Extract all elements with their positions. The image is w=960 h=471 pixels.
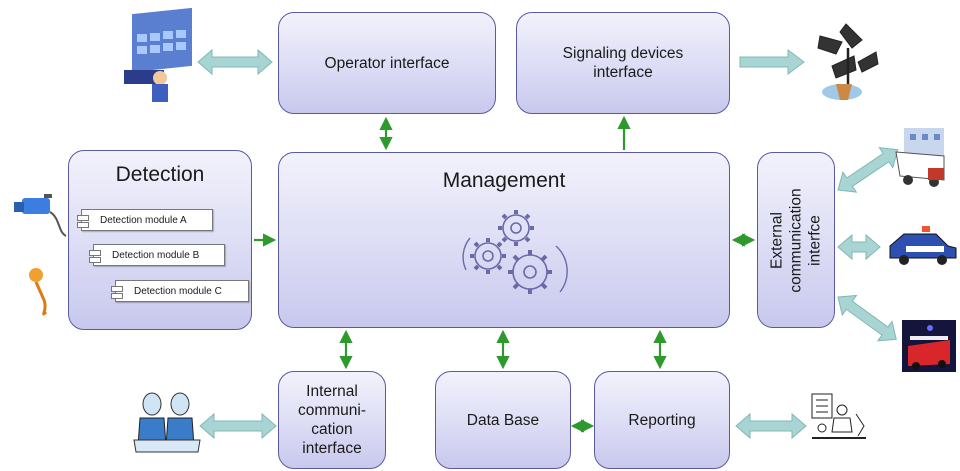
camera-icon xyxy=(14,194,67,237)
ambulance-icon xyxy=(895,128,945,187)
database-label: Data Base xyxy=(466,411,540,429)
detection-module-c-label: Detection module C xyxy=(134,286,222,297)
people-icon xyxy=(133,392,201,453)
internal-communication-interface-label: Internal communi- cation interface xyxy=(297,383,367,457)
external-communication-interface-box: External communication interfce xyxy=(757,152,835,328)
block-arrow-report xyxy=(735,412,807,440)
database-box: Data Base xyxy=(435,371,571,469)
fire-truck-icon xyxy=(902,320,956,372)
detection-module-a: Detection module A xyxy=(77,209,213,231)
operator-interface-box: Operator interface xyxy=(278,12,496,114)
block-arrow-people xyxy=(199,412,277,440)
loudspeakers-icon xyxy=(817,23,879,100)
block-arrow-signaling xyxy=(739,49,805,75)
detection-module-c: Detection module C xyxy=(111,280,249,302)
detection-module-b-label: Detection module B xyxy=(112,250,200,261)
detection-module-b: Detection module B xyxy=(89,244,225,266)
signaling-devices-interface-box: Signaling devices interface xyxy=(516,12,730,114)
management-label: Management xyxy=(442,169,566,192)
signaling-devices-interface-label: Signaling devices interface xyxy=(562,45,684,81)
police-car-icon xyxy=(889,226,957,265)
block-arrow-operator xyxy=(197,48,273,76)
gears-icon xyxy=(462,210,568,294)
reporting-label: Reporting xyxy=(628,411,696,429)
detection-label: Detection xyxy=(115,163,205,186)
report-meeting-icon xyxy=(811,393,866,439)
block-arrow-fire xyxy=(837,294,897,342)
operator-interface-label: Operator interface xyxy=(324,54,450,72)
internal-communication-interface-box: Internal communi- cation interface xyxy=(278,371,386,469)
detection-box: Detection Detection module A Detection m… xyxy=(68,150,252,330)
block-arrow-police xyxy=(837,233,881,261)
block-arrow-ambulance xyxy=(837,146,899,193)
reporting-box: Reporting xyxy=(594,371,730,469)
microphone-icon xyxy=(29,268,48,316)
control-room-icon xyxy=(124,7,192,102)
detection-module-a-label: Detection module A xyxy=(100,215,187,226)
